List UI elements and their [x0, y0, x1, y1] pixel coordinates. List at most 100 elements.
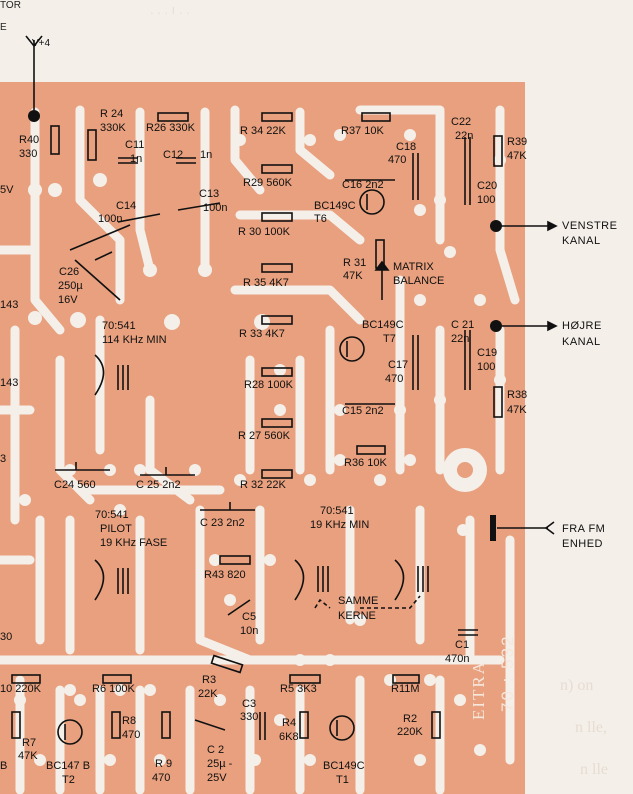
- r36-label: R36 10K: [344, 457, 387, 469]
- edge-fragment-143a: 143: [0, 299, 19, 311]
- c12-ref: C12: [163, 149, 184, 161]
- r28-label: R28 100K: [244, 379, 293, 391]
- c3-ref: C3: [242, 698, 257, 710]
- c3-value: 330: [240, 711, 259, 723]
- c14-ref: C14: [116, 200, 137, 212]
- r8-ref: R8: [122, 715, 137, 727]
- same-core-line2: KERNE: [338, 610, 376, 622]
- c11-value: 1n: [130, 153, 143, 165]
- c17-ref: C17: [388, 359, 409, 371]
- r4-ref: R4: [282, 717, 297, 729]
- c21-value: 22n: [451, 333, 470, 345]
- right-channel-terminal: [490, 320, 502, 332]
- r7-ref: R7: [22, 737, 37, 749]
- r7-value: 47K: [18, 750, 38, 762]
- r31-ref: R 31: [343, 257, 367, 269]
- coil-pilot-line3: 19 KHz FASE: [100, 537, 168, 549]
- c20-value: 100: [477, 194, 496, 206]
- coil-19-line1: 70:541: [320, 505, 354, 517]
- left-channel-label-line1: VENSTRE: [562, 220, 618, 232]
- r33-label: R 33 4K7: [239, 328, 285, 340]
- r37-label: R37 10K: [341, 125, 384, 137]
- c2-voltage: 25V: [207, 772, 227, 784]
- r34-label: R 34 22K: [240, 125, 286, 137]
- r6-label: R6 100K: [92, 683, 135, 695]
- edge-fragment-5v: 5V: [0, 184, 14, 196]
- fm-input-label-line2: ENHED: [562, 538, 604, 550]
- edge-fragment-3: 3: [0, 453, 7, 465]
- t7-type: BC149C: [362, 319, 404, 331]
- r40-ref: R40: [19, 134, 40, 146]
- r32-label: R 32 22K: [240, 479, 286, 491]
- t1-ref: T1: [336, 774, 349, 786]
- r5-label: R5 3K3: [280, 683, 317, 695]
- svg-text:n lle,: n lle,: [575, 719, 607, 736]
- right-channel-label-line2: KANAL: [562, 336, 601, 348]
- c26-ref: C26: [59, 266, 80, 278]
- r9-value: 470: [152, 772, 171, 784]
- r30-label: R 30 100K: [238, 226, 290, 238]
- c15-label: C15 2n2: [342, 405, 384, 417]
- t2-ref: T2: [62, 774, 75, 786]
- t6-type: BC149C: [314, 200, 356, 212]
- t6-ref: T6: [314, 213, 327, 225]
- c25-label: C 25 2n2: [136, 479, 181, 491]
- r2-ref: R2: [403, 713, 418, 725]
- r35-label: R 35 4K7: [243, 277, 289, 289]
- c1-value: 470n: [445, 653, 470, 665]
- c13-value: 100n: [203, 202, 228, 214]
- c24-label: C24 560: [54, 479, 96, 491]
- fm-input-label-line1: FRA FM: [562, 523, 606, 535]
- same-core-line1: SAMME: [338, 595, 379, 607]
- edge-fragment-143b: 143: [0, 377, 19, 389]
- svg-text:. . . ı . .: . . . ı . .: [150, 2, 190, 17]
- c22-value: 22n: [455, 130, 474, 142]
- supply-terminal: [28, 110, 40, 122]
- r26-label: R26 330K: [146, 122, 195, 134]
- c23-label: C 23 2n2: [200, 517, 245, 529]
- matrix-balance-line1: MATRIX: [393, 261, 434, 273]
- c19-value: 100: [477, 361, 496, 373]
- t7-ref: T7: [383, 333, 396, 345]
- r24-value: 330K: [100, 122, 126, 134]
- r10-label: 10 220K: [0, 683, 41, 695]
- r24-ref: R 24: [100, 108, 124, 120]
- svg-text:n lle: n lle: [580, 761, 608, 778]
- coil-114-line1: 70:541: [102, 320, 136, 332]
- part-number: 70 : 532: [498, 634, 517, 712]
- left-channel-label-line2: KANAL: [562, 235, 601, 247]
- supply-label: V+4: [32, 38, 51, 49]
- c18-ref: C18: [396, 141, 417, 153]
- c18-value: 470: [388, 154, 407, 166]
- r29-label: R29 560K: [243, 177, 292, 189]
- coil-19-line2: 19 KHz MIN: [310, 519, 370, 531]
- maker-mark: EITRA: [469, 659, 488, 720]
- c17-value: 470: [385, 373, 404, 385]
- c20-ref: C20: [477, 180, 498, 192]
- t2-type: BC147 B: [46, 760, 91, 772]
- r11-label: R11M: [391, 683, 420, 695]
- c2-ref: C 2: [207, 744, 225, 756]
- coil-pilot-line1: 70:541: [95, 509, 129, 521]
- top-left-fragment-line1: TOR: [0, 0, 21, 11]
- r38-value: 47K: [507, 404, 527, 416]
- c13-ref: C13: [199, 188, 220, 200]
- svg-text:n) on: n) on: [560, 677, 593, 694]
- r8-value: 470: [122, 729, 141, 741]
- right-channel-label-line1: HØJRE: [562, 320, 602, 332]
- c12-value: 1n: [200, 149, 213, 161]
- t1-type: BC149C: [323, 760, 365, 772]
- top-left-fragment-line2: E: [0, 22, 7, 33]
- r40-value: 330: [19, 148, 38, 160]
- fm-input-terminal: [490, 515, 496, 541]
- r38-ref: R38: [507, 389, 528, 401]
- r27-label: R 27 560K: [238, 430, 290, 442]
- c1-ref: C1: [455, 639, 470, 651]
- c14-value: 100n: [98, 213, 123, 225]
- r39-ref: R39: [507, 136, 528, 148]
- edge-fragment-b: B: [0, 760, 8, 772]
- r2-value: 220K: [397, 726, 423, 738]
- r3-value: 22K: [198, 688, 218, 700]
